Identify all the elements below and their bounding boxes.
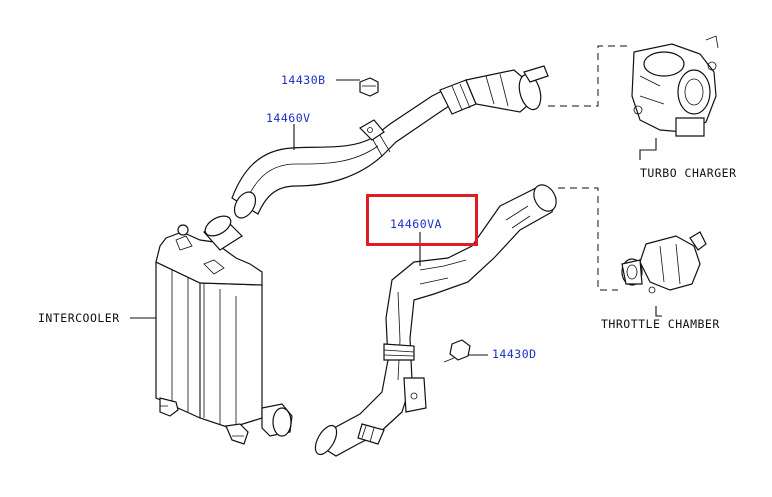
- callout-14460va: 14460VA: [390, 217, 442, 231]
- highlight-box: [366, 194, 478, 246]
- callout-14460v: 14460V: [266, 111, 311, 125]
- label-turbo-charger: TURBO CHARGER: [640, 166, 737, 180]
- lower-hose-drawing: [314, 184, 557, 457]
- turbocharger-drawing: [631, 35, 719, 137]
- throttle-chamber-drawing: [621, 231, 707, 294]
- upper-hose-drawing: [231, 65, 549, 219]
- callout-14430d: 14430D: [492, 347, 537, 361]
- connection-lines: [548, 45, 630, 291]
- label-intercooler: INTERCOOLER: [38, 311, 120, 325]
- bolt-14430d-drawing: [443, 339, 471, 363]
- label-throttle-chamber: THROTTLE CHAMBER: [601, 317, 720, 331]
- bolt-14430b-drawing: [359, 77, 379, 97]
- intercooler-drawing: [155, 215, 293, 445]
- callout-14430b: 14430B: [281, 73, 326, 87]
- leader-lines: [130, 79, 662, 356]
